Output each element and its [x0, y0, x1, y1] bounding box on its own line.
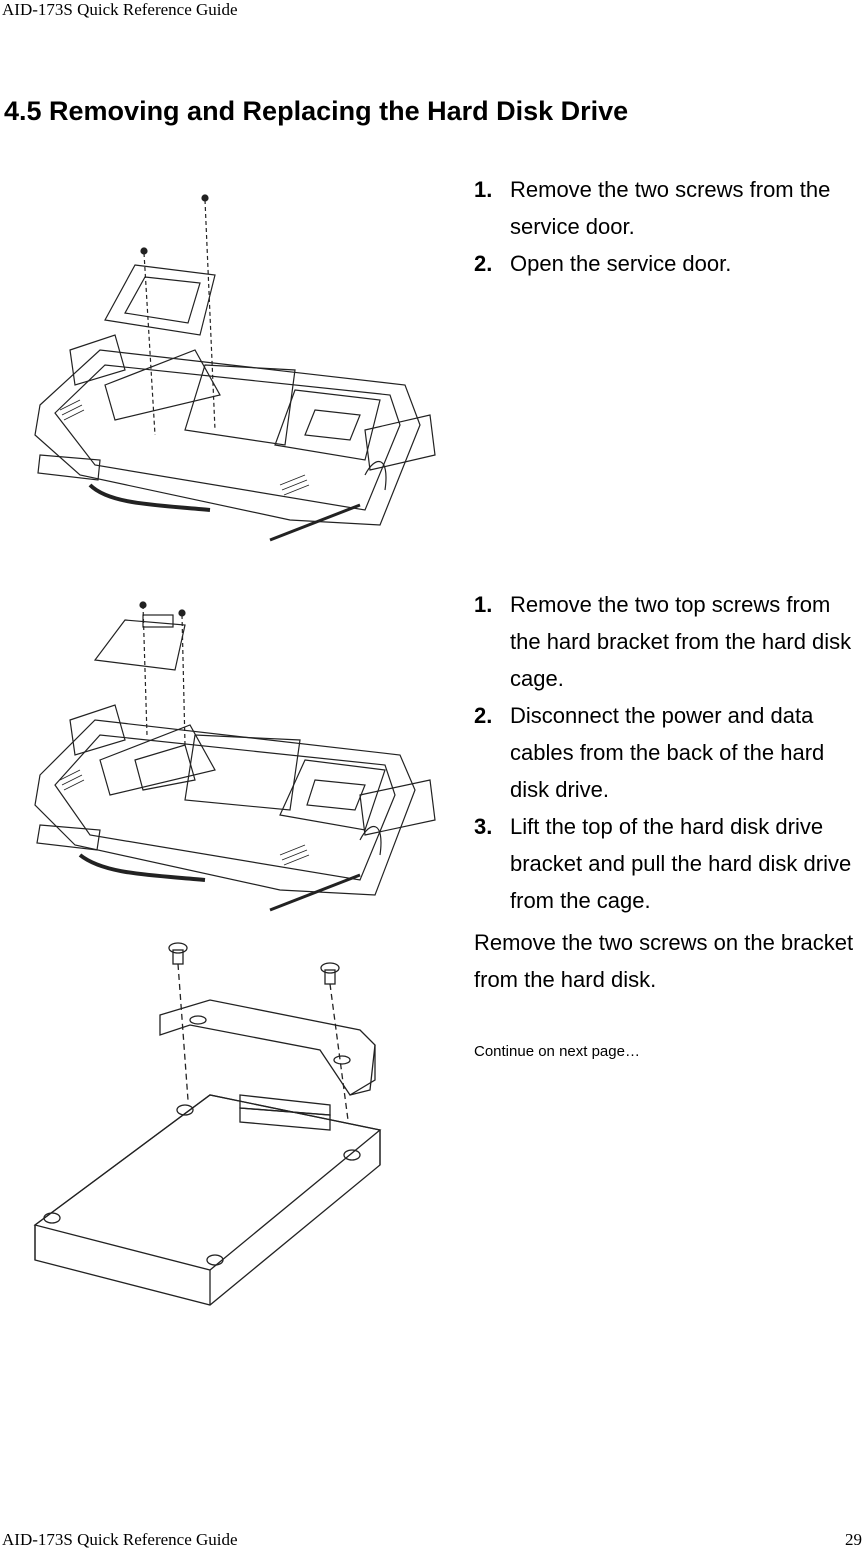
list-item: 1. Remove the two top screws from the ha… — [474, 586, 864, 697]
hard-disk-bracket-illustration — [30, 930, 390, 1310]
step-text: Lift the top of the hard disk drive brac… — [510, 814, 852, 913]
step-text: Remove the two screws from the service d… — [510, 177, 831, 239]
section-title: 4.5 Removing and Replacing the Hard Disk… — [4, 96, 629, 126]
drive-cage-illustration — [25, 595, 445, 915]
list-item: 2. Disconnect the power and data cables … — [474, 697, 864, 808]
step-text: Open the service door. — [510, 251, 732, 276]
step-number: 2. — [474, 251, 493, 276]
bracket-instruction: Remove the two screws on the bracket fro… — [474, 930, 854, 992]
page-number: 29 — [845, 1530, 862, 1549]
service-door-illustration — [20, 185, 445, 565]
step-text: Disconnect the power and data cables fro… — [510, 703, 825, 802]
cage-steps-list: 1. Remove the two top screws from the ha… — [474, 586, 864, 919]
step-number: 1. — [474, 592, 493, 617]
door-steps-list: 1. Remove the two screws from the servic… — [474, 171, 864, 282]
step-number: 3. — [474, 814, 493, 839]
list-item: 2. Open the service door. — [474, 245, 864, 282]
continue-note: Continue on next page… — [474, 1043, 640, 1060]
step-number: 1. — [474, 177, 493, 202]
step-text: Remove the two top screws from the hard … — [510, 592, 852, 691]
list-item: 3. Lift the top of the hard disk drive b… — [474, 808, 864, 919]
page-footer: AID-173S Quick Reference Guide — [2, 1530, 238, 1549]
step-number: 2. — [474, 703, 493, 728]
page-header: AID-173S Quick Reference Guide — [2, 0, 238, 19]
list-item: 1. Remove the two screws from the servic… — [474, 171, 864, 245]
